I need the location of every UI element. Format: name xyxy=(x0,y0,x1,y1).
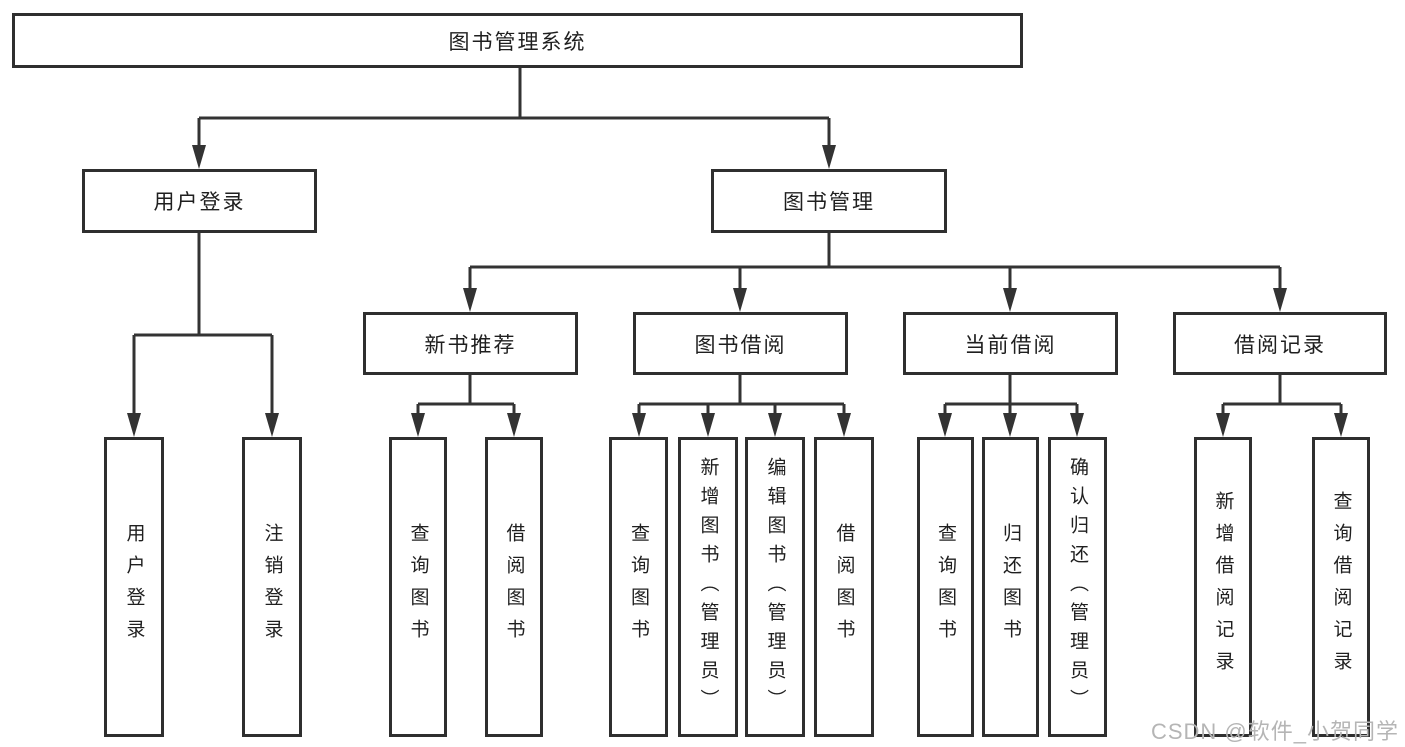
leaf-label: 新增图书（管理员） xyxy=(697,456,719,718)
node-label: 当前借阅 xyxy=(964,333,1057,357)
connector-newbook-to-leaves xyxy=(416,375,516,416)
node-label: 用户登录 xyxy=(153,191,246,214)
node-label: 借阅记录 xyxy=(1234,333,1326,357)
node-borrowing-records: 借阅记录 xyxy=(1173,312,1387,375)
csdn-watermark: CSDN @软件_小贺同学 xyxy=(1150,719,1399,744)
node-user-login: 用户登录 xyxy=(82,169,317,233)
leaf-label: 用户登录 xyxy=(123,523,145,651)
connector-borrow-to-leaves xyxy=(637,375,846,416)
node-book-borrowing: 图书借阅 xyxy=(633,312,848,375)
leaf-label: 借阅图书 xyxy=(503,523,525,651)
leaf-label: 查询借阅记录 xyxy=(1330,491,1352,683)
connector-userlogin-to-leaves xyxy=(132,233,274,416)
leaf-label: 编辑图书（管理员） xyxy=(764,456,786,718)
node-label: 新书推荐 xyxy=(424,333,517,357)
leaf-label: 注销登录 xyxy=(261,523,283,651)
node-new-book-recommendation: 新书推荐 xyxy=(363,312,578,375)
node-label: 图书借阅 xyxy=(694,333,787,357)
leaf-label: 查询图书 xyxy=(407,523,429,651)
connector-records-to-leaves xyxy=(1221,375,1343,416)
connector-root-to-level2 xyxy=(197,68,831,150)
leaf-borrow-books: 借阅图书 xyxy=(485,437,543,737)
leaf-query-books: 查询图书 xyxy=(917,437,974,737)
leaf-label: 新增借阅记录 xyxy=(1212,491,1234,683)
leaf-query-books: 查询图书 xyxy=(609,437,668,737)
leaf-user-login: 用户登录 xyxy=(104,437,164,737)
connector-mgmt-to-level3 xyxy=(468,233,1282,291)
leaf-label: 查询图书 xyxy=(628,523,649,651)
node-label: 图书管理 xyxy=(783,191,875,214)
leaf-add-borrow-record: 新增借阅记录 xyxy=(1194,437,1252,737)
leaf-label: 查询图书 xyxy=(935,523,956,651)
leaf-query-borrow-record: 查询借阅记录 xyxy=(1312,437,1370,737)
node-library-management-system: 图书管理系统 xyxy=(12,13,1023,68)
leaf-confirm-return-admin: 确认归还（管理员） xyxy=(1048,437,1107,737)
leaf-label: 确认归还（管理员） xyxy=(1067,456,1088,718)
connector-current-to-leaves xyxy=(943,375,1079,416)
node-current-borrowing: 当前借阅 xyxy=(903,312,1118,375)
leaf-label: 借阅图书 xyxy=(833,523,855,651)
leaf-query-books: 查询图书 xyxy=(389,437,447,737)
leaf-logout: 注销登录 xyxy=(242,437,302,737)
leaf-borrow-books: 借阅图书 xyxy=(814,437,874,737)
node-label: 图书管理系统 xyxy=(448,30,587,54)
node-book-management: 图书管理 xyxy=(711,169,947,233)
leaf-add-books-admin: 新增图书（管理员） xyxy=(678,437,738,737)
leaf-edit-books-admin: 编辑图书（管理员） xyxy=(745,437,805,737)
leaf-return-books: 归还图书 xyxy=(982,437,1039,737)
leaf-label: 归还图书 xyxy=(1000,523,1021,651)
